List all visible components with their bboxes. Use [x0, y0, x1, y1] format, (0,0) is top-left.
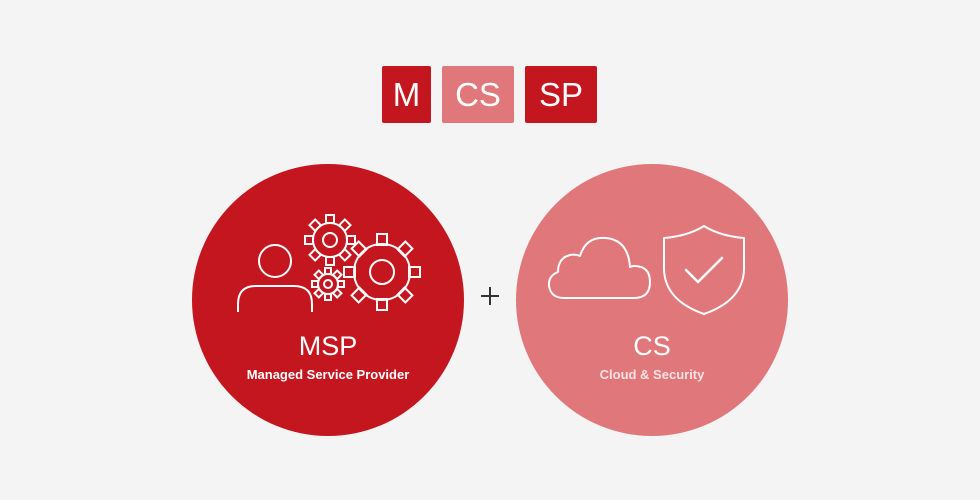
shield-check-icon [663, 225, 745, 315]
cs-title: CS [633, 331, 671, 361]
msp-circle: MSP Managed Service Provider [192, 164, 464, 436]
msp-title: MSP [298, 331, 358, 361]
cs-subtitle: Cloud & Security [599, 367, 705, 382]
logo-badge-sp: SP [525, 66, 597, 123]
person-icon [237, 244, 313, 312]
logo-letter: CS [455, 75, 501, 113]
cloud-icon [547, 236, 651, 299]
gears-icon [304, 214, 421, 311]
logo-badge-cs: CS [442, 66, 514, 123]
logo-badge-m: M [382, 66, 431, 123]
logo-letter: SP [538, 75, 584, 113]
msp-subtitle: Managed Service Provider [246, 367, 410, 382]
logo-letter: M [392, 75, 421, 113]
plus-icon [481, 287, 499, 305]
cs-circle: CS Cloud & Security [516, 164, 788, 436]
